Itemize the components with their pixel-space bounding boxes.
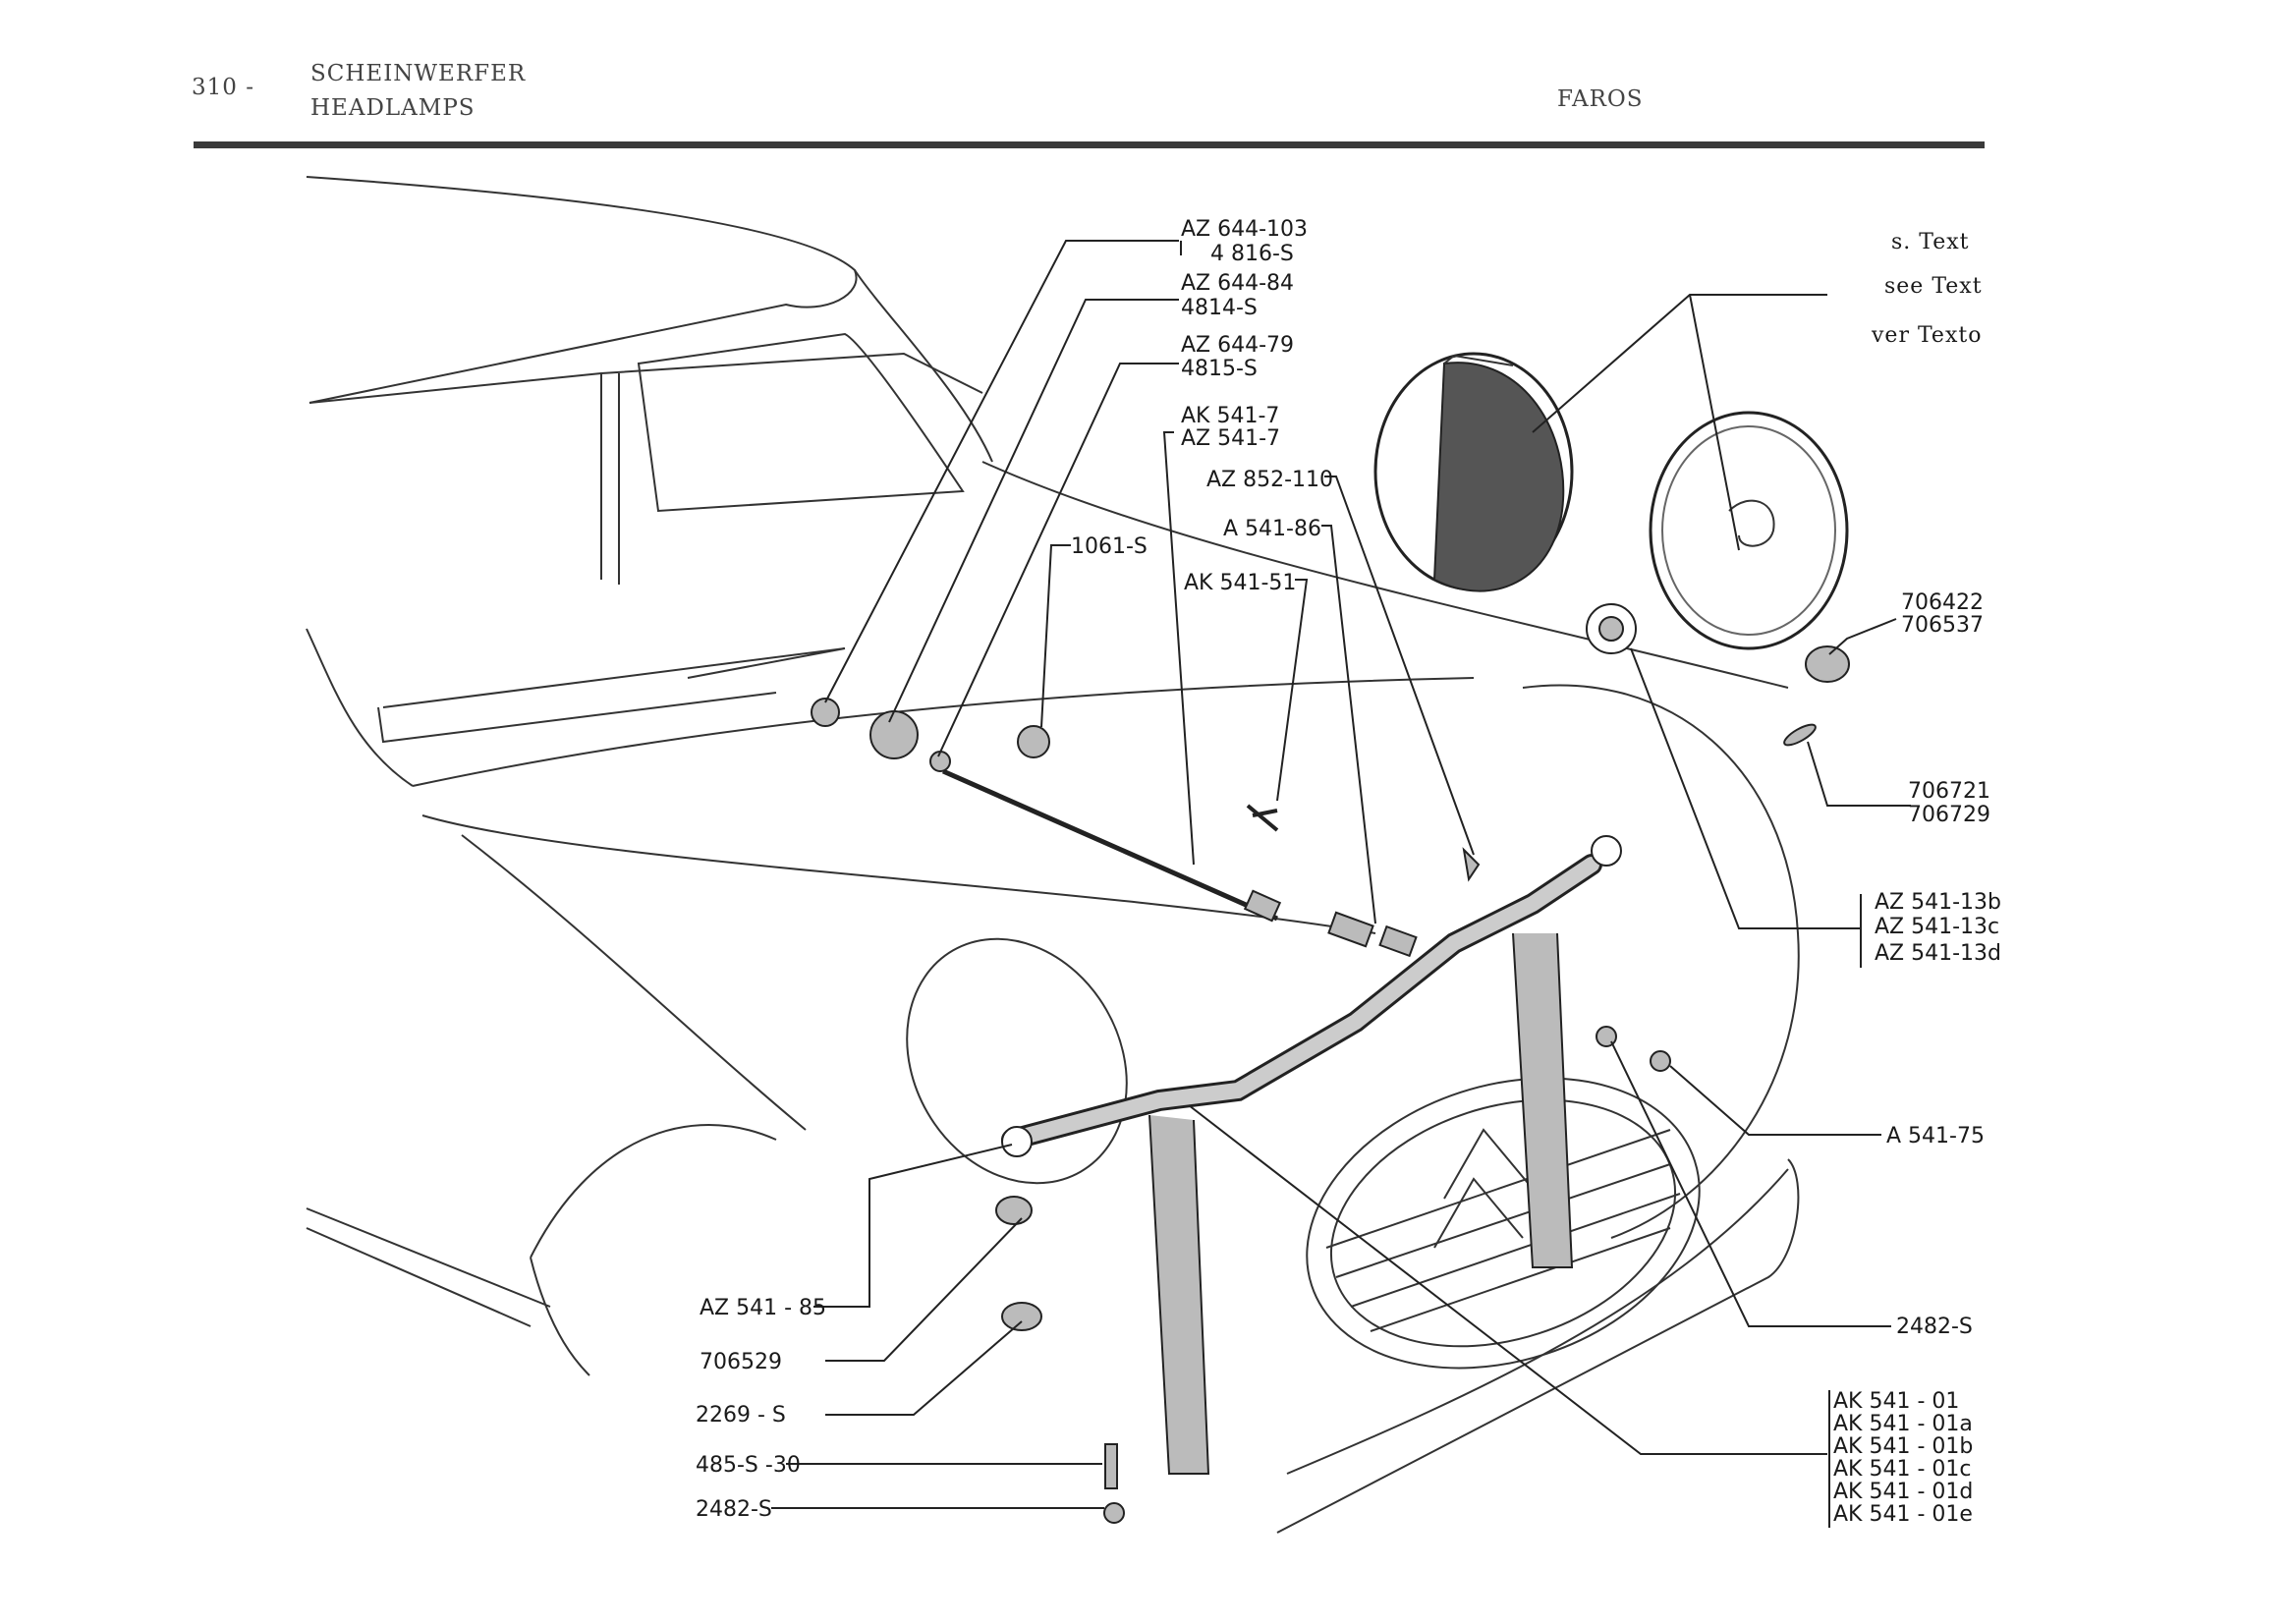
bulbs (1783, 645, 1850, 747)
headlamp-bar (1001, 835, 1622, 1475)
title-german: SCHEINWERFER (310, 61, 527, 86)
bulb-holder (1586, 603, 1637, 654)
label-ak541-01d: AK 541 - 01d (1833, 1480, 1973, 1504)
label-706729: 706729 (1908, 803, 1990, 827)
label-4815s: 4815-S (1181, 357, 1258, 381)
label-az852-110: AZ 852-110 (1206, 468, 1333, 492)
label-a541-86: A 541-86 (1223, 517, 1321, 541)
label-az644-84: AZ 644-84 (1181, 271, 1294, 296)
fastener-parts (995, 1196, 1125, 1524)
label-az644-103: AZ 644-103 (1181, 217, 1308, 242)
label-706721: 706721 (1908, 779, 1990, 804)
label-a541-75: A 541-75 (1886, 1124, 1985, 1148)
label-4816s: 4 816-S (1210, 242, 1294, 266)
car-body-outline (306, 176, 1800, 1534)
note-s-text: s. Text (1891, 230, 1970, 254)
part-labels: AZ 644-103 4 816-S AZ 644-84 4814-S AZ 6… (696, 217, 2001, 1527)
label-706529: 706529 (700, 1350, 782, 1374)
label-2269s: 2269 - S (696, 1403, 786, 1428)
label-az541-7: AZ 541-7 (1181, 426, 1280, 451)
headlamp-lens (1649, 411, 1849, 650)
label-ak541-01e: AK 541 - 01e (1833, 1502, 1973, 1527)
header-rule (194, 141, 1985, 148)
label-az541-13c: AZ 541-13c (1875, 915, 1999, 939)
headlamp-housing (1373, 352, 1574, 592)
page-number: 310 - (192, 75, 254, 100)
label-az541-13b: AZ 541-13b (1875, 890, 2001, 915)
label-2482s-right: 2482-S (1896, 1315, 1973, 1339)
label-ak541-01a: AK 541 - 01a (1833, 1412, 1973, 1436)
control-rod (941, 768, 1282, 923)
label-1061s: 1061-S (1071, 534, 1148, 559)
label-485s30: 485-S -30 (696, 1453, 801, 1478)
label-az541-85: AZ 541 - 85 (700, 1296, 826, 1320)
label-ak541-7: AK 541-7 (1181, 404, 1279, 428)
label-ak541-01c: AK 541 - 01c (1833, 1457, 1971, 1482)
label-az644-79: AZ 644-79 (1181, 333, 1294, 358)
title-spanish: FAROS (1557, 86, 1644, 112)
label-ak541-51: AK 541-51 (1184, 571, 1296, 595)
leader-lines (771, 240, 1911, 1509)
label-ak541-01b: AK 541 - 01b (1833, 1434, 1973, 1459)
label-706537: 706537 (1901, 613, 1984, 638)
label-ak541-01: AK 541 - 01 (1833, 1389, 1959, 1414)
label-az541-13d: AZ 541-13d (1875, 941, 2001, 966)
label-4814s: 4814-S (1181, 296, 1258, 320)
label-2482s-left: 2482-S (696, 1497, 772, 1522)
note-ver-texto: ver Texto (1871, 323, 1982, 348)
label-706422: 706422 (1901, 590, 1984, 615)
bracket-lines (1180, 241, 1862, 1528)
title-english: HEADLAMPS (310, 95, 476, 121)
note-see-text: see Text (1884, 274, 1983, 299)
